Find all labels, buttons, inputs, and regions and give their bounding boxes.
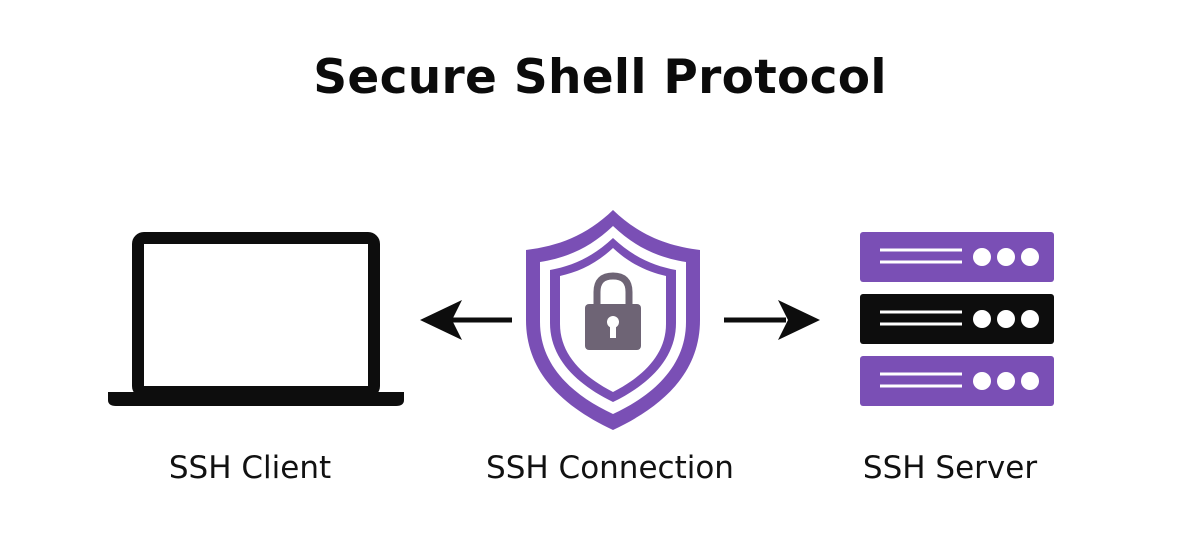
ssh-connection-label: SSH Connection [486,450,734,486]
server-unit-middle [860,294,1054,344]
shield-lock-icon [526,210,700,430]
arrow-right-icon [724,300,820,340]
arrow-left-icon [420,300,512,340]
laptop-icon [108,232,404,406]
ssh-server-label: SSH Server [862,450,1038,486]
ssh-client-label: SSH Client [168,450,332,486]
lock-icon [585,272,641,350]
server-unit-bottom [860,356,1054,406]
page-title: Secure Shell Protocol [313,50,887,105]
server-stack-icon [860,232,1054,406]
server-unit-top [860,232,1054,282]
